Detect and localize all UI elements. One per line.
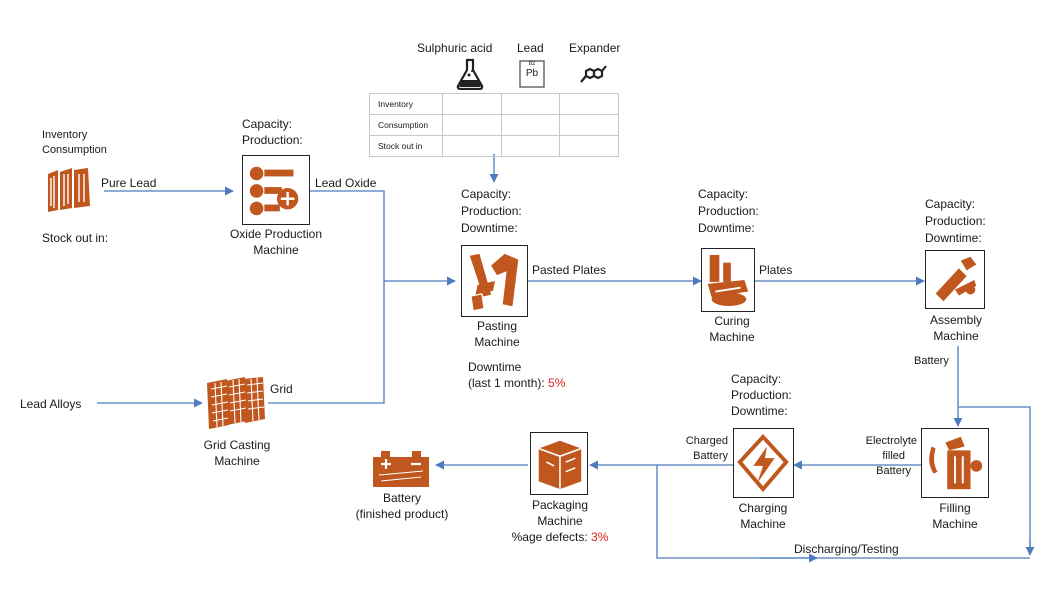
electrolyte-label-2: filled: [882, 450, 905, 462]
battery-output-name-2: (finished product): [355, 507, 449, 521]
charged-label-1: Charged: [685, 435, 728, 447]
lead-label: Lead: [517, 41, 544, 55]
filling-name-1: Filling: [939, 501, 971, 515]
charging-name-2: Machine: [740, 517, 786, 531]
discharging-testing-label: Discharging/Testing: [794, 542, 899, 556]
curing-name-2: Machine: [709, 330, 755, 344]
battery-flow-label: Battery: [914, 355, 949, 367]
pasting-name-1: Pasting: [476, 319, 518, 333]
lead-oxide-label: Lead Oxide: [315, 176, 377, 190]
electrolyte-label-3: Battery: [876, 465, 911, 477]
table-row: Stock out in: [369, 135, 619, 157]
packaging-defects: %age defects: 3%: [500, 529, 620, 546]
lead-symbol: Pb: [525, 68, 539, 79]
assembly-downtime-label: Downtime:: [925, 231, 982, 245]
packaging-machine-icon[interactable]: [530, 432, 588, 495]
table-row-label: Stock out in: [369, 135, 443, 157]
curing-machine-icon[interactable]: [701, 248, 755, 312]
charged-label-2: Battery: [693, 450, 728, 462]
pasting-dt-period: (last 1 month): 5%: [468, 375, 565, 392]
raw-lead-stock-out: Stock out in:: [42, 231, 109, 245]
oxide-machine-name-2: Machine: [253, 243, 299, 257]
charging-production-label: Production:: [731, 388, 792, 402]
charging-name-1: Charging: [738, 501, 788, 515]
pasting-dt-title: Downtime: [468, 360, 522, 374]
assembly-production-label: Production:: [925, 214, 986, 228]
flask-icon: [455, 58, 485, 91]
oxide-production-label: Production:: [242, 133, 303, 147]
discharge-loop-right: [958, 406, 1031, 552]
oxide-machine-icon[interactable]: [242, 155, 310, 225]
curing-downtime-label: Downtime:: [698, 221, 755, 235]
molecule-icon: [578, 62, 608, 86]
lead-oxide-line: [310, 190, 385, 281]
plates-label: Plates: [759, 263, 793, 277]
table-row: Consumption: [369, 114, 619, 136]
discharge-loop-left: [656, 465, 1030, 559]
packaging-defects-value: 3%: [591, 530, 609, 544]
pasting-dt-sub: (last 1 month):: [468, 376, 549, 390]
assembly-name-2: Machine: [933, 329, 979, 343]
pasting-dt-value: 5%: [548, 376, 566, 390]
table-row-label: Inventory: [369, 93, 443, 115]
lead-element-icon: [519, 60, 545, 88]
lead-ingots-icon: [44, 166, 96, 214]
table-row: Inventory: [369, 93, 619, 115]
pure-lead-label: Pure Lead: [101, 176, 157, 190]
raw-lead-consumption: Consumption: [42, 144, 107, 156]
curing-production-label: Production:: [698, 204, 759, 218]
lead-atomic-number: 82: [528, 61, 536, 67]
table-row-label: Consumption: [369, 114, 443, 136]
grid-label: Grid: [270, 382, 293, 396]
lead-alloys-label: Lead Alloys: [20, 397, 82, 411]
pasting-production-label: Production:: [461, 204, 522, 218]
filling-machine-icon[interactable]: [921, 428, 989, 498]
oxide-capacity-label: Capacity:: [242, 117, 293, 131]
pasting-name-2: Machine: [474, 335, 520, 349]
grid-casting-name-1: Grid Casting: [203, 438, 271, 452]
oxide-machine-name-1: Oxide Production: [229, 227, 323, 241]
pasted-plates-label: Pasted Plates: [532, 263, 607, 277]
grid-plates-icon: [203, 375, 267, 431]
pasting-capacity-label: Capacity:: [461, 187, 512, 201]
curing-name-1: Curing: [714, 314, 750, 328]
expander-label: Expander: [569, 41, 621, 55]
assembly-machine-icon[interactable]: [925, 250, 985, 309]
electrolyte-label-1: Electrolyte: [865, 435, 917, 447]
materials-table: Inventory Consumption Stock out in: [369, 93, 619, 157]
grid-casting-name-2: Machine: [214, 454, 260, 468]
raw-lead-inventory: Inventory: [42, 129, 88, 141]
sulphuric-acid-label: Sulphuric acid: [417, 41, 493, 55]
charging-downtime-label: Downtime:: [731, 404, 788, 418]
packaging-name-2: Machine: [537, 514, 583, 528]
pasting-machine-icon[interactable]: [461, 245, 528, 317]
packaging-defects-label: %age defects:: [511, 530, 592, 544]
assembly-name-1: Assembly: [929, 313, 982, 327]
packaging-name-1: Packaging: [531, 498, 589, 512]
pasting-downtime-label: Downtime:: [461, 221, 518, 235]
assembly-capacity-label: Capacity:: [925, 197, 976, 211]
charging-capacity-label: Capacity:: [731, 372, 782, 386]
grid-line: [268, 281, 385, 404]
filling-name-2: Machine: [932, 517, 978, 531]
battery-output-name-1: Battery: [382, 491, 421, 505]
charging-machine-icon[interactable]: [733, 428, 794, 498]
curing-capacity-label: Capacity:: [698, 187, 749, 201]
battery-icon: [371, 449, 431, 489]
